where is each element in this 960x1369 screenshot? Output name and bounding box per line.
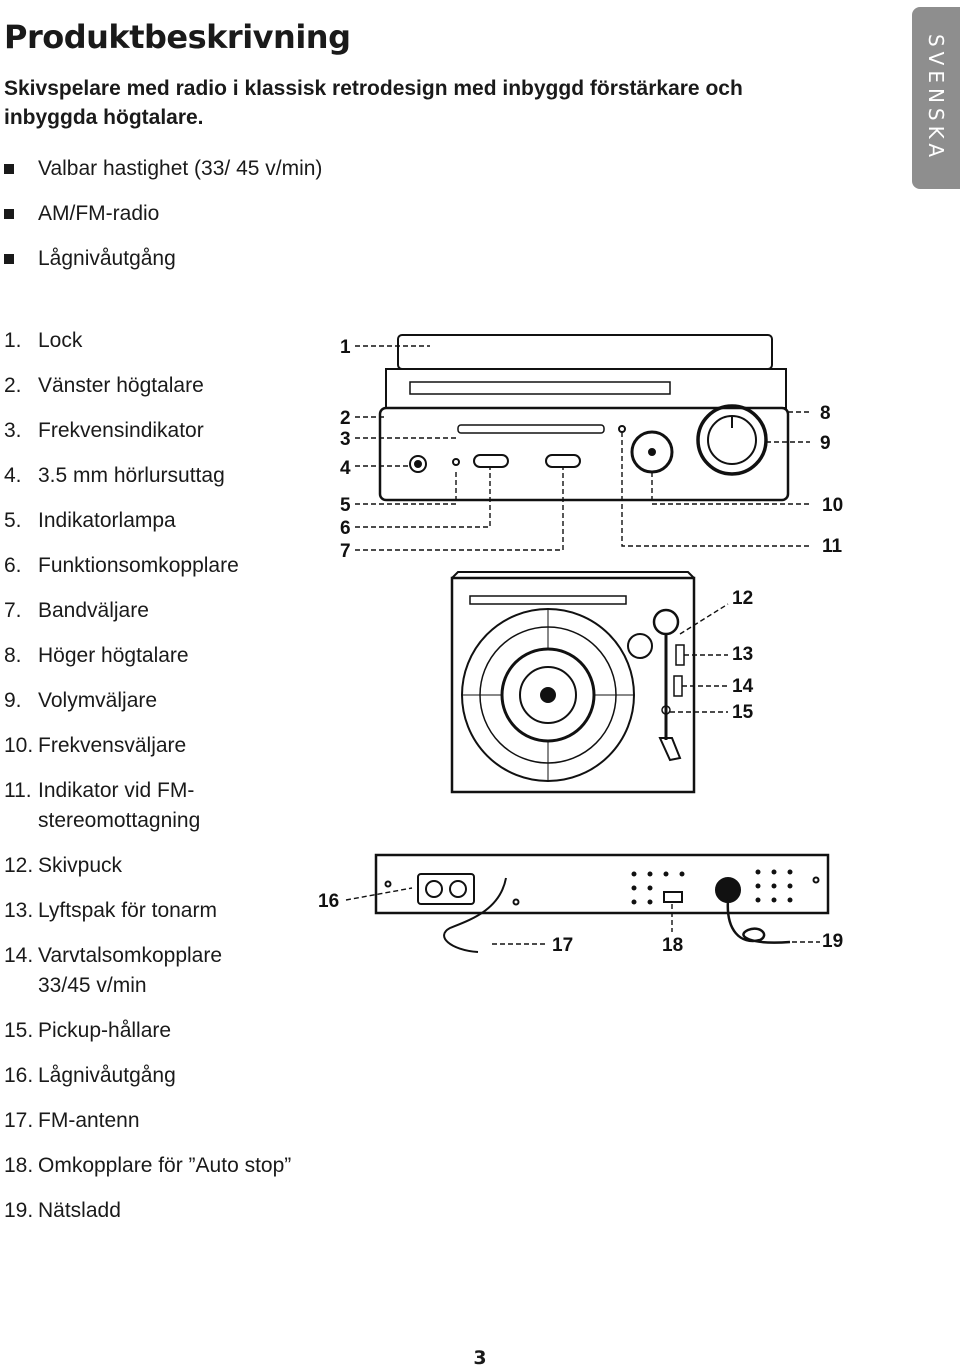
headphone-jack-icon	[409, 455, 427, 473]
square-bullet-icon	[4, 253, 14, 264]
pickup-holder	[661, 705, 671, 715]
language-tab: SVENSKA	[912, 7, 960, 189]
band-selector	[545, 454, 581, 468]
back-screw-3	[812, 876, 820, 884]
record-puck	[627, 633, 653, 659]
callout-13: 13	[732, 644, 753, 665]
part-item: 3.Frekvensindikator	[4, 419, 204, 442]
callout-9: 9	[820, 433, 831, 454]
tonearm-lift-lever	[675, 644, 685, 666]
part-item: 7.Bandväljare	[4, 599, 149, 622]
part-item: 2.Vänster högtalare	[4, 374, 204, 397]
back-screw-2	[512, 898, 520, 906]
back-view	[374, 853, 830, 953]
volume-knob-inner	[707, 415, 757, 465]
intro-text: Skivspelare med radio i klassisk retrode…	[4, 77, 743, 129]
top-view-frame	[450, 576, 696, 794]
back-screw-1	[384, 880, 392, 888]
turntable-diagram: 1 2 3 4 5 6 7 8 9 10 11 12 13 14 15 16 1…	[318, 334, 843, 956]
callout-2: 2	[340, 408, 351, 429]
rca-output	[417, 873, 475, 905]
page-number: 3	[473, 1347, 487, 1369]
volume-knob	[696, 404, 768, 476]
callout-12: 12	[732, 588, 753, 609]
vent-holes-right	[755, 869, 793, 903]
front-leader-lines	[355, 345, 810, 551]
part-item: 12.Skivpuck	[4, 854, 123, 877]
cabinet-front	[378, 406, 790, 502]
callout-10: 10	[822, 495, 843, 516]
callout-14: 14	[732, 676, 754, 697]
part-item: 4.3.5 mm hörlursuttag	[4, 464, 225, 487]
top-view-window	[469, 595, 627, 605]
top-leader-lines	[670, 603, 729, 713]
part-item: 17.FM-antenn	[4, 1109, 140, 1132]
callout-numbers: 1 2 3 4 5 6 7 8 9 10 11 12 13 14 15 16 1…	[318, 337, 843, 956]
rca-right	[449, 880, 467, 898]
page-title: Produktbeskrivning	[4, 18, 351, 56]
platter-label	[519, 666, 577, 724]
parts-list: 1.Lock 2.Vänster högtalare 3.Frekvensind…	[4, 326, 338, 1241]
part-item: 19.Nätsladd	[4, 1199, 121, 1222]
frequency-indicator	[457, 424, 605, 434]
front-view	[378, 334, 790, 502]
cabinet-upper	[385, 368, 787, 409]
part-item: 11.Indikator vid FM-stereomottagning	[4, 779, 201, 832]
callout-7: 7	[340, 541, 351, 562]
indicator-lamp	[452, 458, 460, 466]
back-panel	[374, 853, 830, 915]
feature-item: Lågnivåutgång	[4, 236, 322, 281]
auto-stop-switch	[663, 891, 683, 903]
rca-left	[425, 880, 443, 898]
part-item: 6.Funktionsomkopplare	[4, 554, 239, 577]
tonearm-headshell	[658, 737, 682, 762]
callout-4: 4	[340, 458, 351, 479]
callout-16: 16	[318, 891, 339, 912]
top-view	[450, 571, 696, 794]
platter-spindle	[540, 687, 556, 703]
part-item: 5.Indikatorlampa	[4, 509, 176, 532]
callout-11: 11	[822, 536, 843, 557]
lid	[397, 334, 773, 370]
part-item: 9.Volymväljare	[4, 689, 158, 712]
callout-17: 17	[552, 935, 573, 956]
back-leader-lines	[345, 887, 820, 945]
power-cord-socket	[715, 877, 741, 903]
part-item: 13.Lyftspak för tonarm	[4, 899, 217, 922]
headphone-jack-inner	[414, 460, 422, 468]
callout-5: 5	[340, 495, 351, 516]
callout-15: 15	[732, 702, 754, 723]
top-view-back	[451, 571, 695, 579]
callout-19: 19	[822, 931, 843, 952]
square-bullet-icon	[4, 163, 14, 174]
language-tab-label: SVENSKA	[924, 33, 948, 163]
callout-3: 3	[340, 429, 351, 450]
frequency-knob-center	[648, 448, 656, 456]
part-item: 10.Frekvensväljare	[4, 734, 187, 757]
square-bullet-icon	[4, 208, 14, 219]
speed-switch	[673, 675, 683, 697]
part-item: 18.Omkopplare för ”Auto stop”	[4, 1154, 292, 1177]
cabinet-window	[409, 381, 671, 395]
callout-8: 8	[820, 403, 831, 424]
function-switch	[473, 454, 509, 468]
fm-stereo-indicator	[618, 425, 626, 433]
callout-18: 18	[662, 935, 683, 956]
part-item: 1.Lock	[4, 329, 83, 352]
vent-holes-left	[631, 871, 685, 905]
part-item: 15.Pickup-hållare	[4, 1019, 172, 1042]
part-item: 8.Höger högtalare	[4, 644, 189, 667]
feature-item: Valbar hastighet (33/ 45 v/min)	[4, 146, 322, 191]
feature-list: Valbar hastighet (33/ 45 v/min) AM/FM-ra…	[4, 146, 322, 281]
power-cord	[726, 899, 791, 944]
tonearm-pivot	[652, 608, 680, 636]
fm-antenna-wire	[443, 877, 507, 953]
feature-item: AM/FM-radio	[4, 191, 322, 236]
callout-6: 6	[340, 518, 351, 539]
part-item: 16.Lågnivåutgång	[4, 1064, 176, 1087]
part-item: 14.Varvtalsomkopplare 33/45 v/min	[4, 944, 223, 997]
callout-1: 1	[340, 337, 351, 358]
